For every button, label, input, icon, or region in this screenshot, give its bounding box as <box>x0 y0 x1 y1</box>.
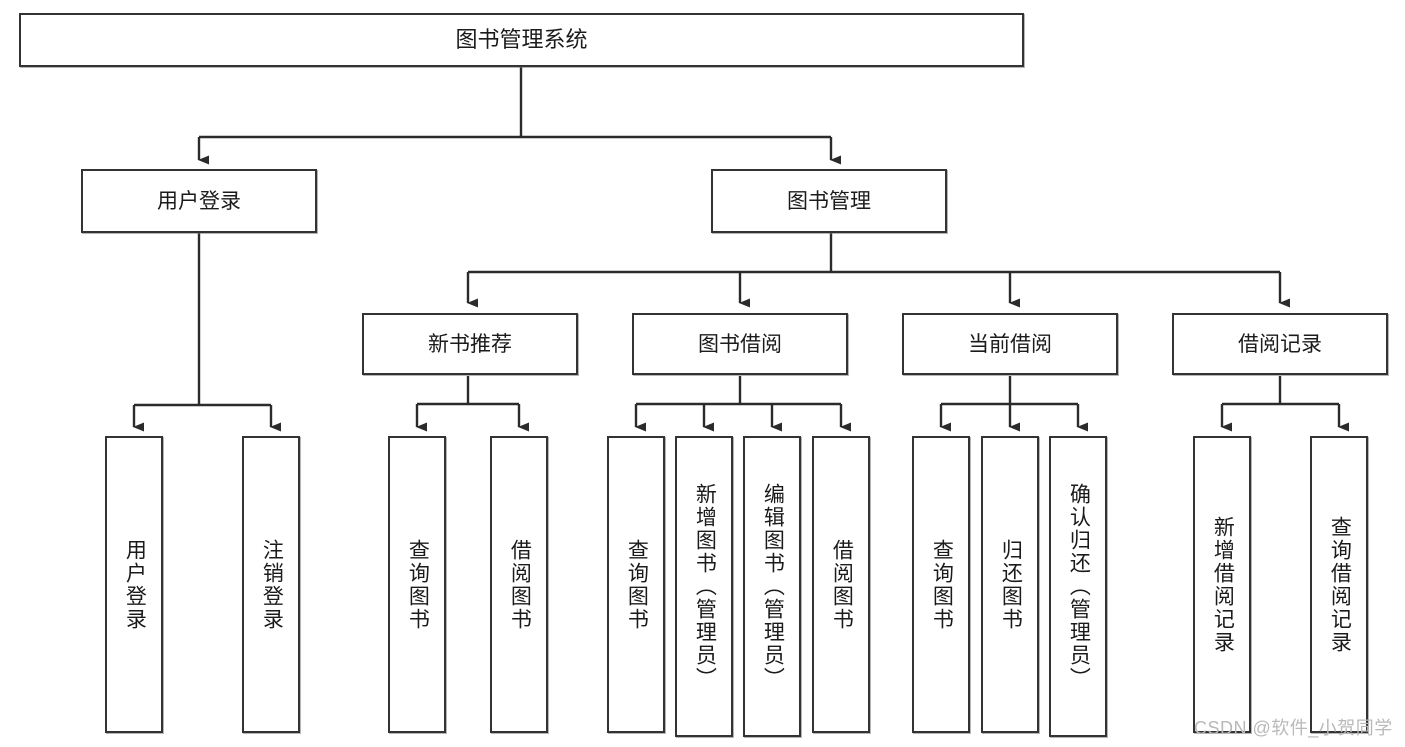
node-user-login[interactable]: 用户登录 <box>81 169 317 233</box>
node-leaf-borrow-book-1[interactable]: 借阅图书 <box>490 436 548 733</box>
node-current-borrow-label: 当前借阅 <box>968 332 1052 356</box>
node-root-system-label: 图书管理系统 <box>455 27 588 52</box>
node-leaf-borrow-book-1-label: 借阅图书 <box>508 538 532 631</box>
node-leaf-query-record-label: 查询借阅记录 <box>1328 515 1352 654</box>
node-new-book-recommend-label: 新书推荐 <box>428 332 512 356</box>
node-leaf-borrow-book-2-label: 借阅图书 <box>830 538 854 631</box>
node-leaf-add-book[interactable]: 新增图书（管理员） <box>675 436 733 737</box>
node-leaf-edit-book-label: 编辑图书（管理员） <box>761 483 785 690</box>
node-leaf-borrow-book-2[interactable]: 借阅图书 <box>812 436 870 733</box>
node-leaf-user-logout-label: 注销登录 <box>260 538 284 631</box>
node-book-manage[interactable]: 图书管理 <box>711 169 947 233</box>
node-borrow-record[interactable]: 借阅记录 <box>1172 313 1388 375</box>
node-leaf-confirm-return-label: 确认归还（管理员） <box>1067 483 1091 690</box>
node-leaf-query-book-1-label: 查询图书 <box>406 538 430 631</box>
node-leaf-add-book-label: 新增图书（管理员） <box>693 483 717 690</box>
node-leaf-edit-book[interactable]: 编辑图书（管理员） <box>743 436 801 737</box>
node-leaf-query-book-2-label: 查询图书 <box>625 538 649 631</box>
node-leaf-return-book-label: 归还图书 <box>999 538 1023 631</box>
node-leaf-user-logout[interactable]: 注销登录 <box>242 436 300 733</box>
node-leaf-add-record-label: 新增借阅记录 <box>1211 515 1235 654</box>
node-user-login-label: 用户登录 <box>157 189 241 213</box>
node-book-manage-label: 图书管理 <box>787 189 871 213</box>
node-leaf-query-book-3[interactable]: 查询图书 <box>912 436 970 733</box>
node-leaf-query-book-1[interactable]: 查询图书 <box>388 436 446 733</box>
node-leaf-query-book-2[interactable]: 查询图书 <box>607 436 665 733</box>
node-current-borrow[interactable]: 当前借阅 <box>902 313 1118 375</box>
node-leaf-query-book-3-label: 查询图书 <box>930 538 954 631</box>
node-leaf-confirm-return[interactable]: 确认归还（管理员） <box>1049 436 1107 737</box>
node-leaf-user-login[interactable]: 用户登录 <box>105 436 163 733</box>
node-book-borrow[interactable]: 图书借阅 <box>632 313 848 375</box>
node-root-system[interactable]: 图书管理系统 <box>19 13 1024 67</box>
node-new-book-recommend[interactable]: 新书推荐 <box>362 313 578 375</box>
node-leaf-add-record[interactable]: 新增借阅记录 <box>1193 436 1251 733</box>
node-leaf-return-book[interactable]: 归还图书 <box>981 436 1039 733</box>
node-leaf-query-record[interactable]: 查询借阅记录 <box>1310 436 1368 733</box>
node-borrow-record-label: 借阅记录 <box>1238 332 1322 356</box>
node-book-borrow-label: 图书借阅 <box>698 332 782 356</box>
node-leaf-user-login-label: 用户登录 <box>123 538 147 631</box>
